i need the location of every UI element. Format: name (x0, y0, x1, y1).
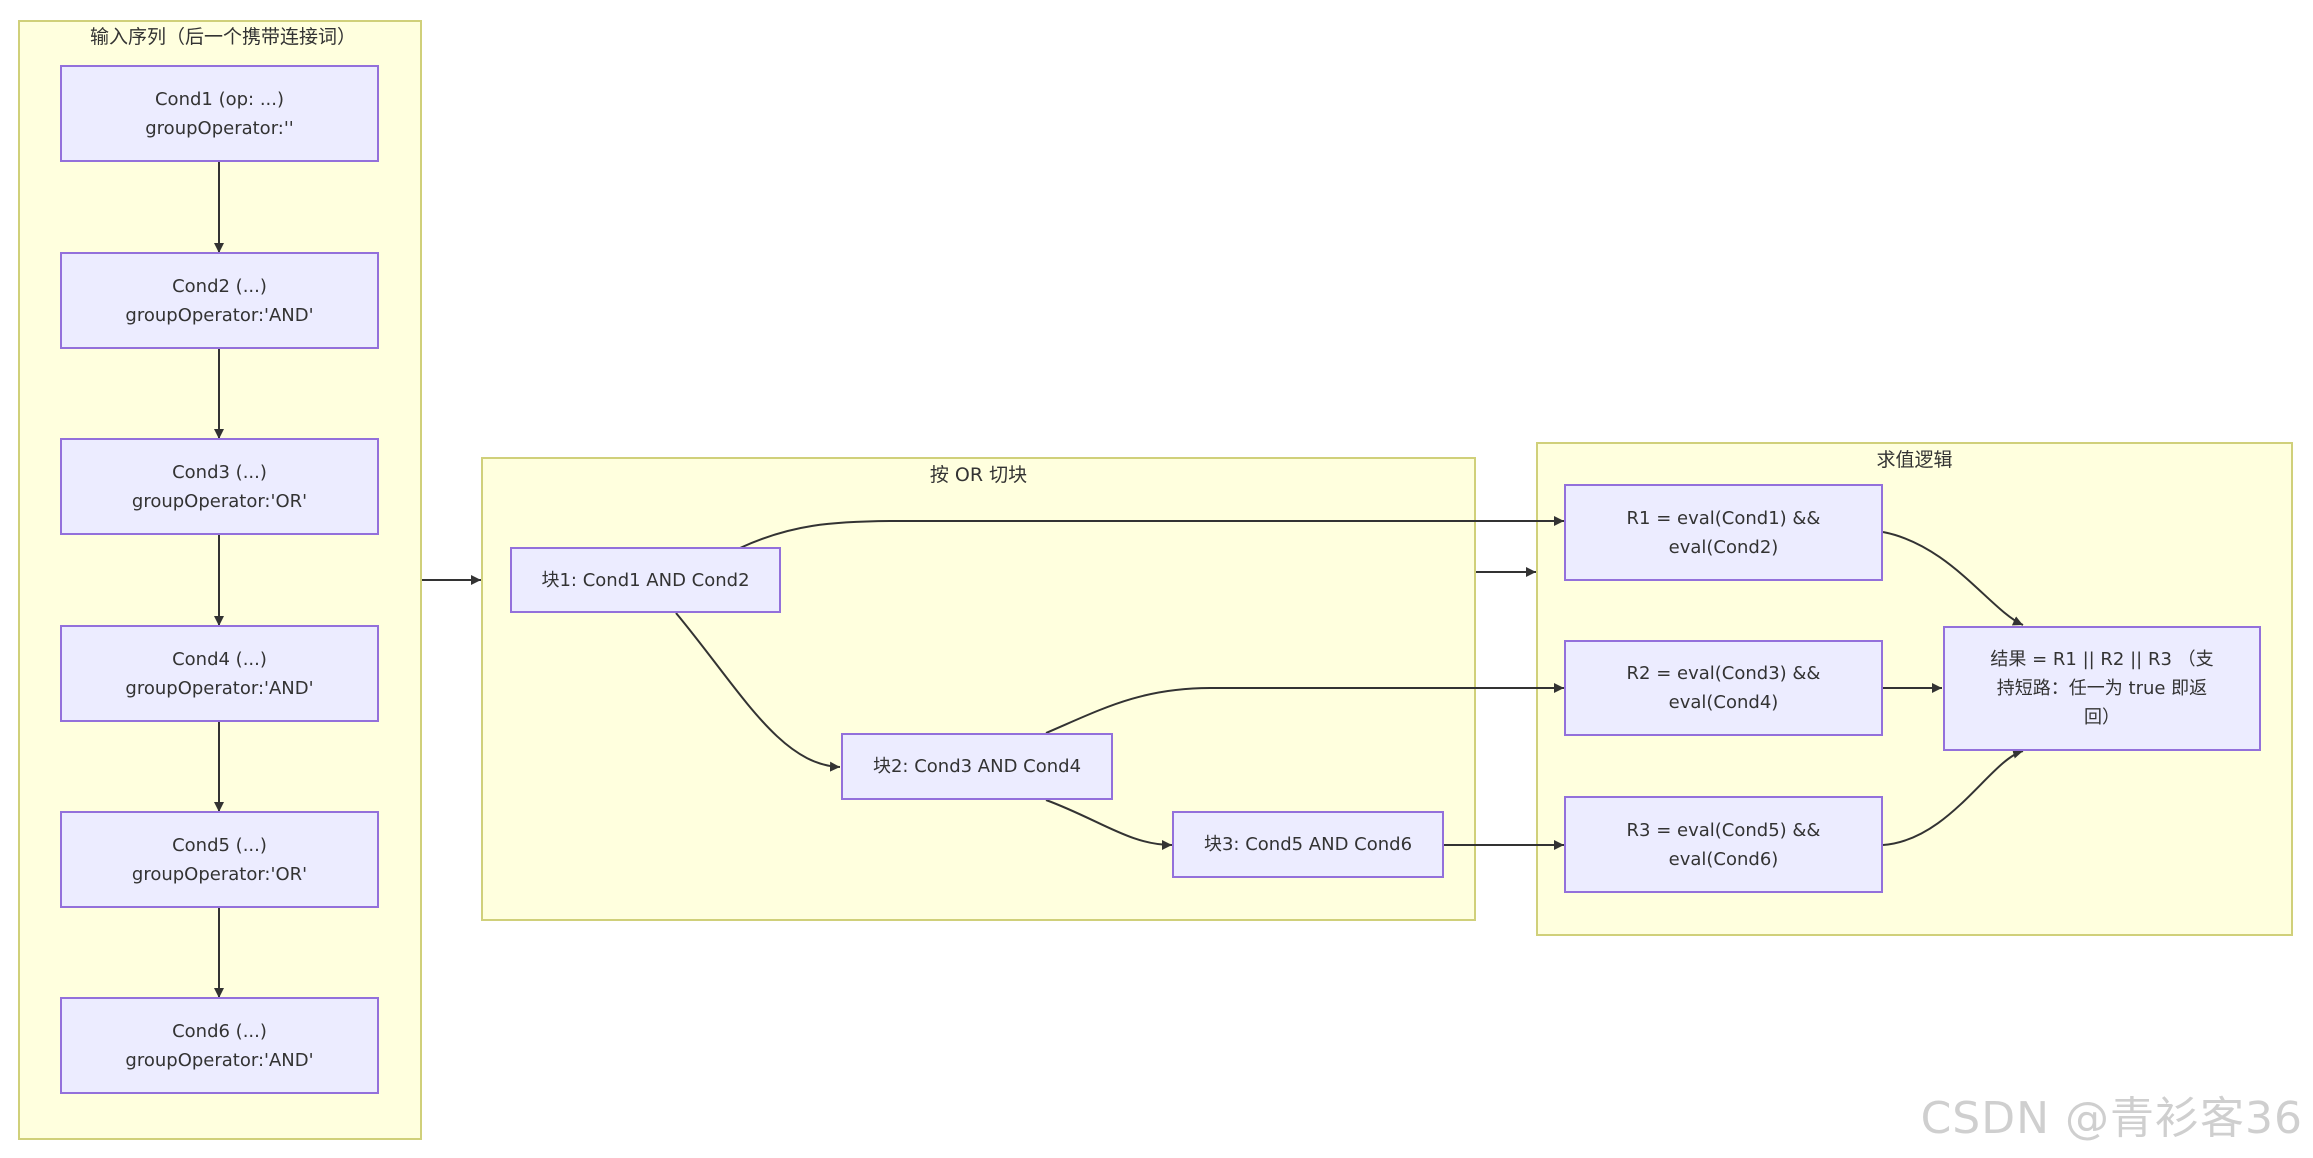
node-cond6: Cond6 (...) groupOperator:'AND' (60, 997, 379, 1094)
node-result-line1: 结果 = R1 || R2 || R3 （支 (1990, 649, 2214, 670)
watermark: CSDN @青衫客36 (1920, 1093, 2303, 1144)
node-cond4-line1: Cond4 (...) (172, 648, 267, 670)
node-cond2-line1: Cond2 (...) (172, 275, 267, 297)
node-block1-label: 块1: Cond1 AND Cond2 (541, 569, 750, 591)
node-cond2: Cond2 (...) groupOperator:'AND' (60, 252, 379, 349)
node-cond4: Cond4 (...) groupOperator:'AND' (60, 625, 379, 722)
node-block3-label: 块3: Cond5 AND Cond6 (1203, 834, 1413, 855)
node-cond1: Cond1 (op: ...) groupOperator:'' (60, 65, 379, 162)
node-result-line2: 持短路：任一为 true 即返 (1996, 678, 2208, 699)
node-r2-line1: R2 = eval(Cond3) && (1626, 663, 1821, 684)
node-r1-line2: eval(Cond2) (1668, 536, 1779, 558)
cluster-eval-title: 求值逻辑 (1876, 449, 1953, 471)
node-cond2-line2: groupOperator:'AND' (125, 304, 314, 326)
node-r1: R1 = eval(Cond1) && eval(Cond2) (1564, 484, 1883, 581)
node-cond3-line1: Cond3 (...) (172, 461, 267, 483)
node-cond3: Cond3 (...) groupOperator:'OR' (60, 438, 379, 535)
node-cond1-line2: groupOperator:'' (145, 117, 294, 139)
node-r2: R2 = eval(Cond3) && eval(Cond4) (1564, 640, 1883, 736)
node-cond5-line1: Cond5 (...) (172, 834, 267, 856)
node-r3-line1: R3 = eval(Cond5) && (1626, 819, 1821, 841)
node-cond3-line2: groupOperator:'OR' (131, 490, 308, 512)
node-block3: 块3: Cond5 AND Cond6 (1172, 811, 1444, 878)
node-result: 结果 = R1 || R2 || R3 （支 持短路：任一为 true 即返 回… (1943, 626, 2261, 751)
node-block2-label: 块2: Cond3 AND Cond4 (872, 756, 1082, 777)
node-r2-line2: eval(Cond4) (1668, 692, 1779, 713)
node-cond5: Cond5 (...) groupOperator:'OR' (60, 811, 379, 908)
node-block1: 块1: Cond1 AND Cond2 (510, 547, 781, 613)
node-cond6-line2: groupOperator:'AND' (125, 1049, 314, 1071)
node-cond4-line2: groupOperator:'AND' (125, 677, 314, 699)
node-r3: R3 = eval(Cond5) && eval(Cond6) (1564, 796, 1883, 893)
node-cond5-line2: groupOperator:'OR' (131, 863, 308, 885)
node-block2: 块2: Cond3 AND Cond4 (841, 733, 1113, 800)
cluster-split-title: 按 OR 切块 (929, 464, 1028, 486)
node-cond6-line1: Cond6 (...) (172, 1020, 267, 1042)
node-result-line3: 回） (2084, 707, 2120, 728)
node-r1-line1: R1 = eval(Cond1) && (1626, 507, 1821, 529)
node-r3-line2: eval(Cond6) (1668, 848, 1779, 870)
cluster-input-sequence: 输入序列（后一个携带连接词） (18, 20, 422, 1140)
node-cond1-line1: Cond1 (op: ...) (154, 88, 285, 110)
cluster-input-title: 输入序列（后一个携带连接词） (90, 26, 357, 48)
